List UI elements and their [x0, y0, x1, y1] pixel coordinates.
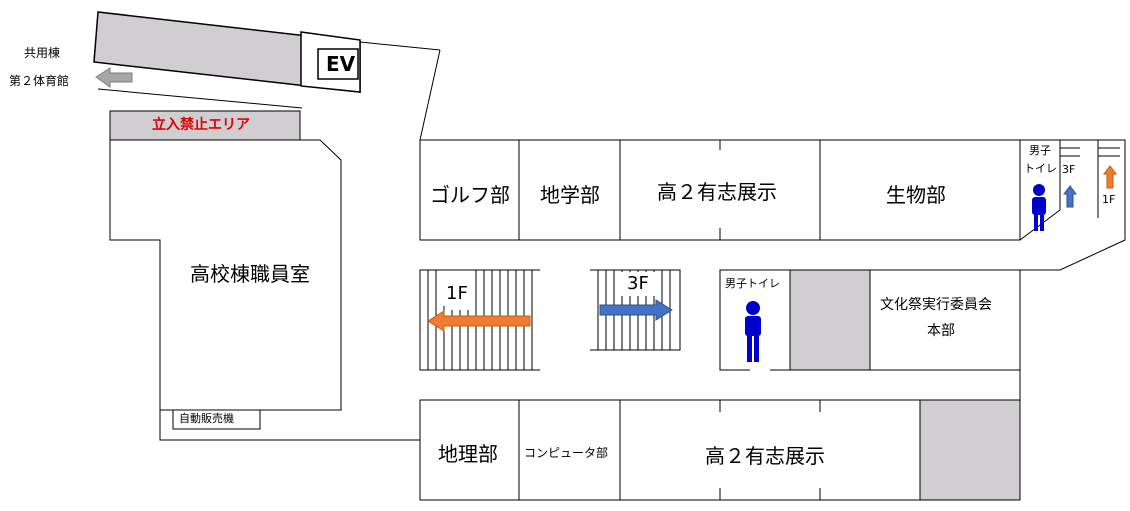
room-computer: コンピュータ部: [524, 446, 609, 460]
room-geography: 地理部: [438, 442, 498, 466]
gray-block-center: [789, 269, 871, 371]
corridor-wall: [419, 49, 441, 141]
restricted-area-box: [109, 110, 301, 141]
corridor-wall: [97, 88, 303, 109]
room-biology: 生物部: [886, 183, 946, 207]
room-exhibition-bottom: 高２有志展示: [705, 444, 825, 468]
teachers-room-label: 高校棟職員室: [190, 262, 310, 286]
stairs-right-down-label: 1F: [1102, 193, 1116, 206]
toilet-center-label: 男子トイレ: [725, 277, 780, 290]
committee-label-1: 文化祭実行委員会: [880, 297, 992, 313]
elevator-icon: [317, 48, 359, 80]
stairs-right-up-label: 3F: [1062, 163, 1076, 176]
room-earth-science: 地学部: [540, 183, 600, 207]
room-exhibition-top: 高２有志展示: [657, 180, 777, 204]
person-icon: [1032, 184, 1046, 231]
up-arrow-icon: [1063, 185, 1077, 208]
stairs-center-1f-label: 1F: [446, 283, 468, 304]
restricted-area-label: 立入禁止エリア: [152, 117, 250, 133]
gym2-label: 第２体育館: [9, 74, 70, 88]
exit-arrow-icon: [95, 67, 133, 88]
down-arrow-icon: [1103, 165, 1117, 189]
top-room-row: [419, 139, 1021, 241]
stairs-1f: [419, 269, 540, 371]
room-golf: ゴルフ部: [430, 183, 510, 207]
corridor-wall: [359, 41, 441, 51]
vending-machine-label: 自動販売機: [179, 412, 234, 425]
shared-building-label: 共用棟: [24, 46, 61, 60]
gray-block-bottom: [919, 399, 1021, 501]
stairs-center-3f-label: 3F: [627, 273, 649, 294]
vending-machine-box: [172, 409, 261, 430]
stairs-3f: [590, 269, 681, 351]
elevator-label: EV: [326, 52, 356, 76]
stairs-icon: [1060, 147, 1120, 157]
toilet-top-label-1: 男子: [1029, 144, 1051, 157]
committee-label-2: 本部: [927, 323, 955, 339]
toilet-top-label-2: トイレ: [1024, 162, 1057, 175]
corridor-wall: [159, 410, 420, 441]
person-icon: [745, 301, 761, 362]
